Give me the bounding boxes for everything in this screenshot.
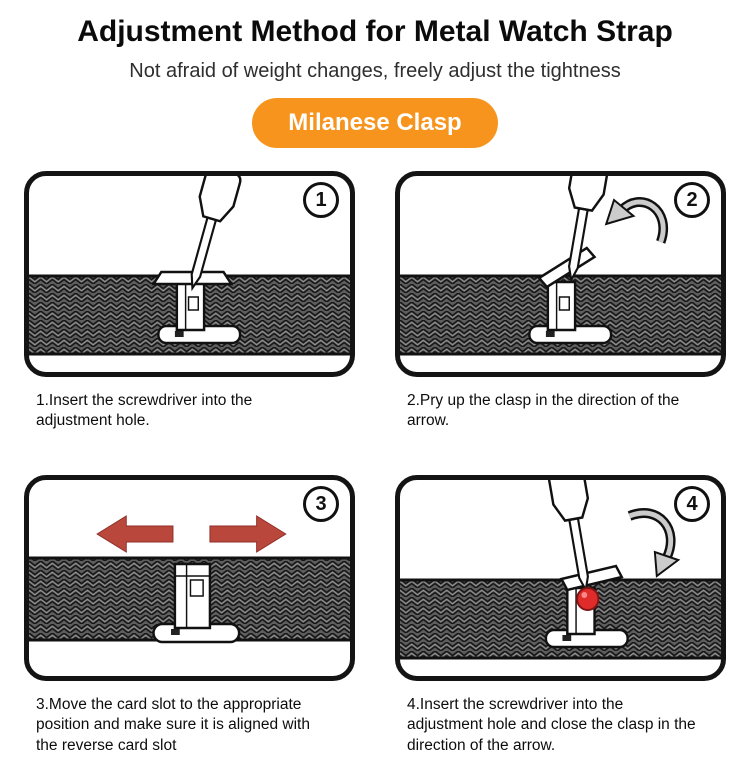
steps-grid: 1 1.Insert the screwdriver into the adju…: [0, 171, 750, 779]
header: Adjustment Method for Metal Watch Strap …: [0, 0, 750, 148]
step-1-panel: 1: [24, 171, 355, 377]
clasp-pried-open: [528, 246, 613, 345]
step-4-caption: 4.Insert the screwdriver into the adjust…: [407, 696, 696, 754]
page-subtitle: Not afraid of weight changes, freely adj…: [129, 60, 621, 82]
curved-arrow-icon: [627, 508, 681, 578]
milanese-clasp-badge: Milanese Clasp: [252, 98, 498, 148]
step-1-number-badge: 1: [303, 182, 339, 218]
step-2-illustration: [400, 176, 721, 356]
step-2-caption: 2.Pry up the clasp in the direction of t…: [407, 392, 680, 430]
step-3-illustration: [29, 515, 350, 644]
adjustment-hole-red-dot: [576, 587, 600, 611]
mesh-strap: [400, 578, 721, 660]
page-title: Adjustment Method for Metal Watch Strap: [77, 15, 673, 48]
step-2-panel: 2: [395, 171, 726, 377]
arrow-right-icon: [209, 515, 287, 553]
step-4: 4 4.Insert the screwdriver into the adju…: [395, 475, 726, 779]
step-4-number-badge: 4: [674, 486, 710, 522]
step-1-caption: 1.Insert the screwdriver into the adjust…: [36, 392, 253, 430]
step-4-panel: 4: [395, 475, 726, 681]
card-slot-clasp: [152, 562, 241, 644]
step-4-illustration: [400, 480, 721, 660]
step-2: 2 2.Pry up the clasp in the direction of…: [395, 171, 726, 475]
step-3: 3 3.Move the card slot to the appropriat…: [24, 475, 355, 779]
step-3-number-badge: 3: [303, 486, 339, 522]
step-1-illustration: [29, 176, 350, 356]
page-root: Adjustment Method for Metal Watch Strap …: [0, 0, 750, 754]
screwdriver: [567, 176, 610, 284]
step-3-panel: 3: [24, 475, 355, 681]
step-3-caption: 3.Move the card slot to the appropriate …: [36, 696, 310, 754]
arrow-left-icon: [96, 515, 174, 553]
step-2-number-badge: 2: [674, 182, 710, 218]
screwdriver: [190, 176, 242, 292]
step-1: 1 1.Insert the screwdriver into the adju…: [24, 171, 355, 475]
screwdriver: [547, 480, 590, 594]
curved-arrow-icon: [604, 197, 668, 244]
